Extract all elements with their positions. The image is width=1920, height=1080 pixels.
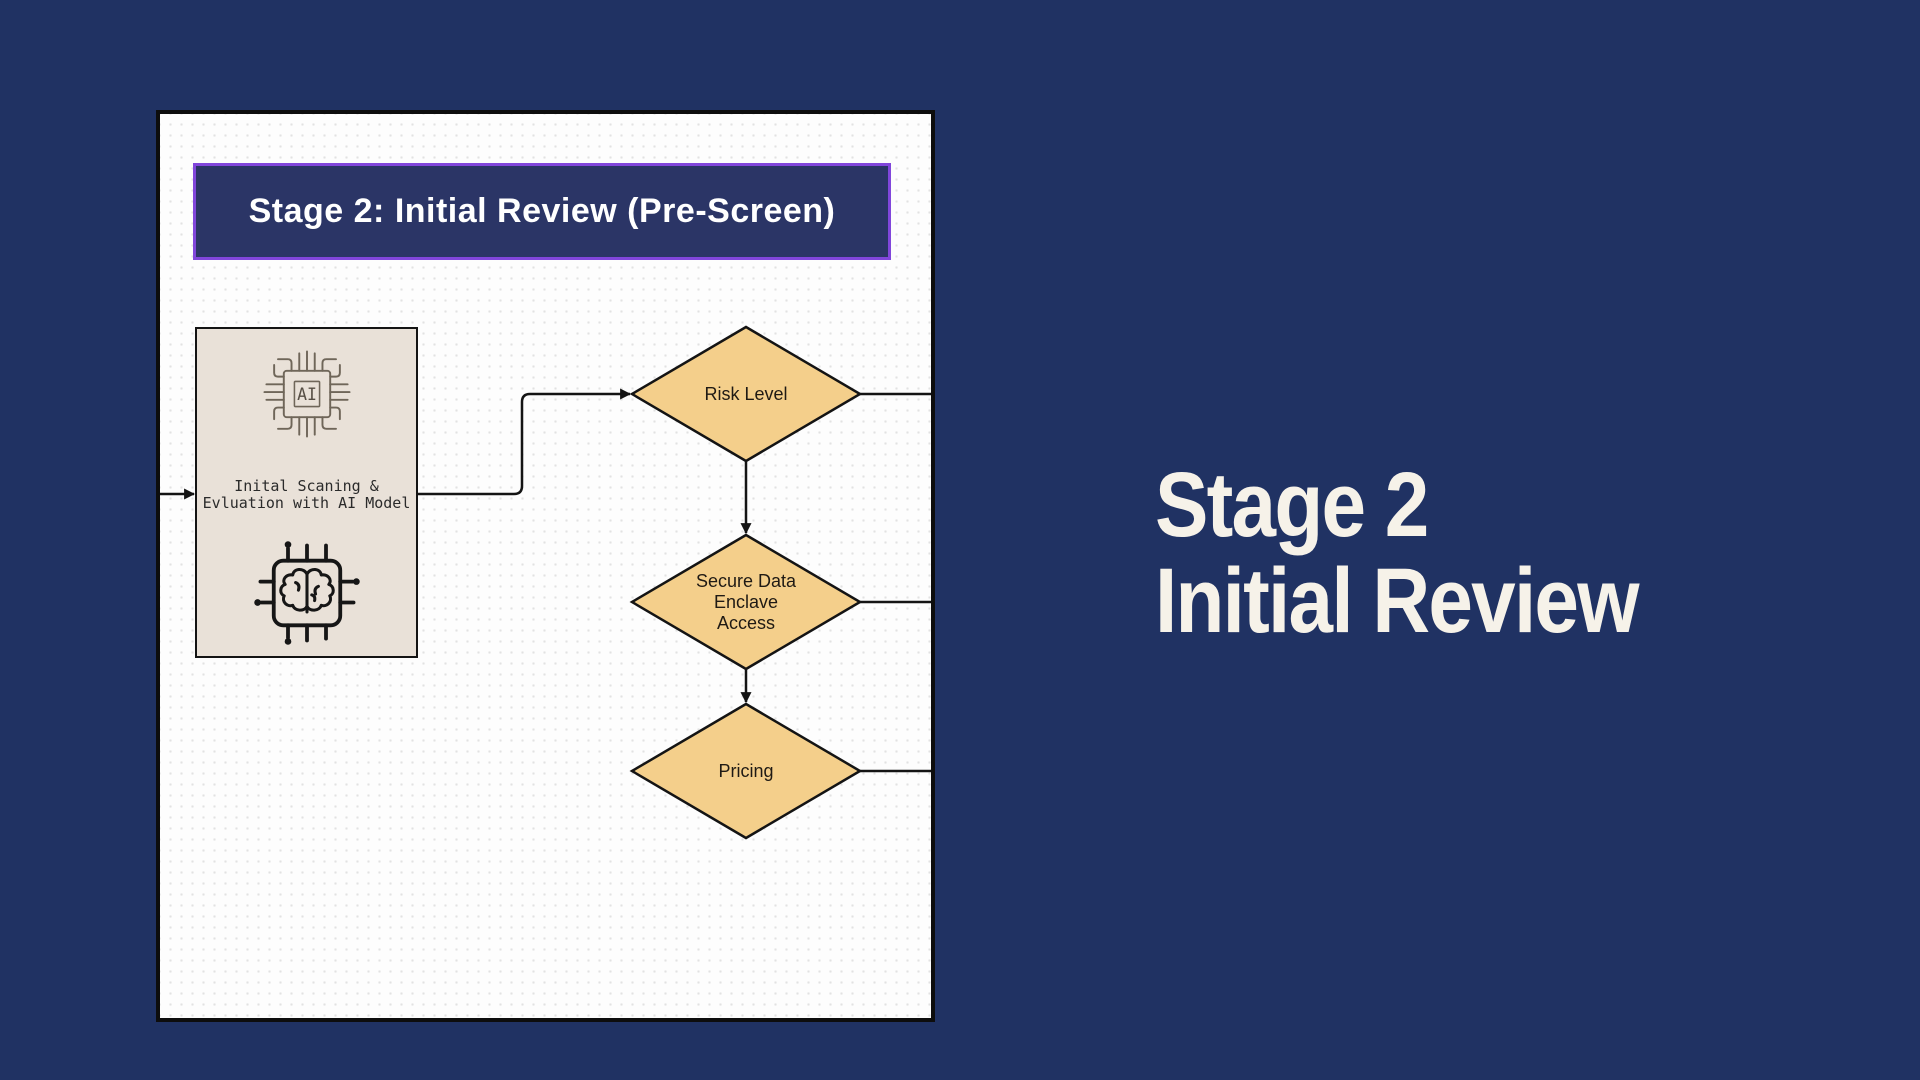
risk-level-text: Risk Level bbox=[704, 383, 788, 404]
enclave-text-line2: Enclave bbox=[713, 591, 779, 612]
slide-title-line1: Stage 2 bbox=[1155, 454, 1429, 556]
decision-diamond-pricing bbox=[629, 702, 863, 840]
decision-label-risk-level: Risk Level bbox=[636, 354, 856, 434]
flowchart-canvas bbox=[160, 325, 931, 840]
brain-circuit-icon bbox=[253, 541, 360, 645]
pricing-text: Pricing bbox=[718, 760, 774, 781]
enclave-text-line3: Access bbox=[716, 612, 776, 633]
decision-diamond-risk-level bbox=[629, 325, 863, 463]
flowchart-panel: Stage 2: Initial Review (Pre-Screen) bbox=[156, 110, 935, 1022]
slide-title: Stage 2 Initial Review bbox=[1155, 454, 1639, 652]
decision-diamond-secure-data-enclave bbox=[629, 533, 863, 671]
process-label-line1: Inital Scaning & bbox=[234, 477, 379, 495]
decision-label-secure-data-enclave: Secure Data Enclave Access bbox=[636, 557, 856, 647]
ai-chip-icon: AI bbox=[263, 350, 350, 438]
enclave-text-line1: Secure Data bbox=[695, 570, 797, 591]
stage-banner: Stage 2: Initial Review (Pre-Screen) bbox=[193, 163, 891, 260]
ai-chip-label: AI bbox=[297, 385, 317, 404]
process-label-line2: Evluation with AI Model bbox=[202, 494, 411, 512]
stage-banner-title: Stage 2: Initial Review (Pre-Screen) bbox=[248, 192, 836, 230]
process-node-label: Inital Scaning & Evluation with AI Model bbox=[203, 478, 411, 512]
decision-label-pricing: Pricing bbox=[636, 731, 856, 811]
connector-box-to-risk-level bbox=[418, 388, 632, 496]
slide-title-line2: Initial Review bbox=[1155, 549, 1639, 652]
ai-process-node: AI Inital Scaning & Evluation with AI Mo… bbox=[195, 327, 418, 658]
